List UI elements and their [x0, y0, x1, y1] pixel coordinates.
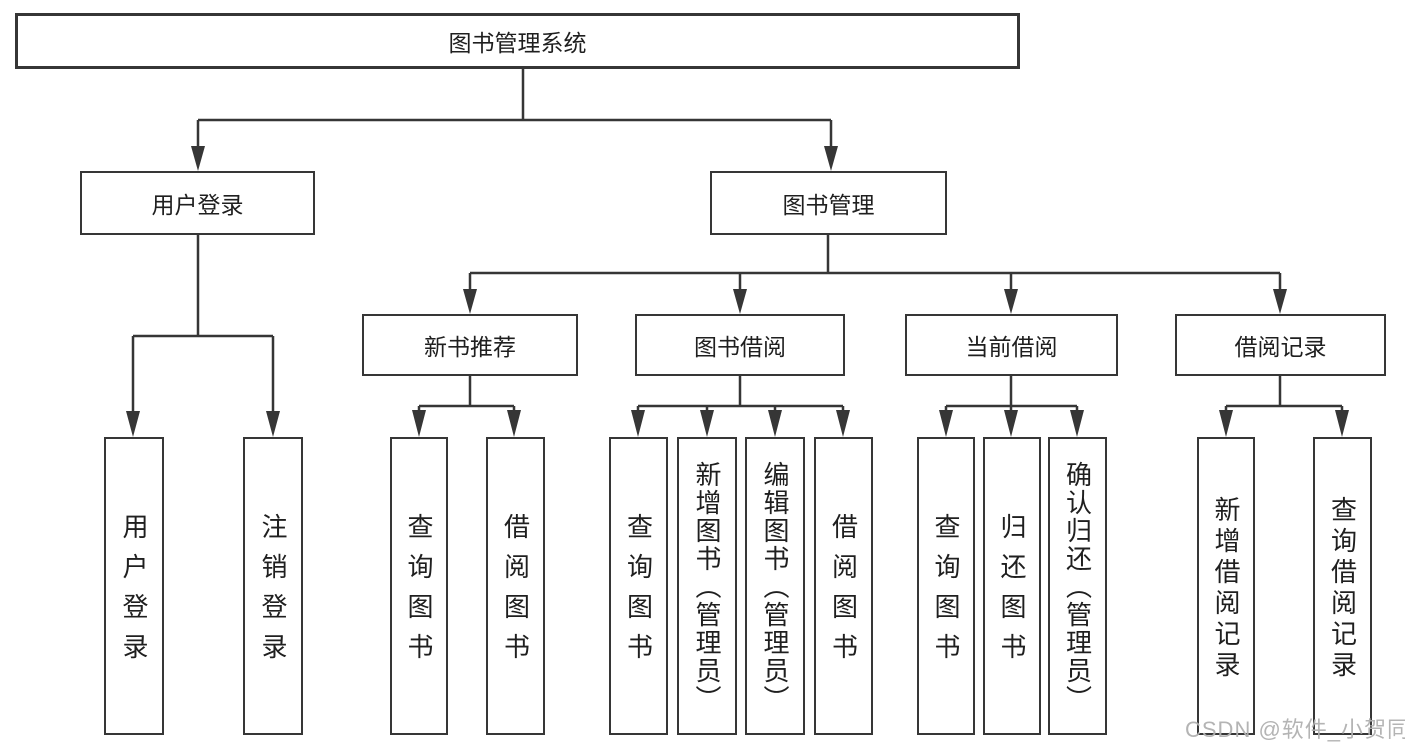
node-query-books-current-label: 查询图书	[931, 513, 961, 673]
arrowhead	[1219, 410, 1349, 437]
connector-borrow-records-to-leaves	[1219, 376, 1349, 437]
node-logout-action: 注销登录	[243, 437, 303, 735]
arrowhead	[191, 146, 838, 171]
node-confirm-return-admin-label: 确认归还（管理员）	[1062, 461, 1093, 713]
node-query-books-current: 查询图书	[917, 437, 975, 735]
node-borrow-books-action: 借阅图书	[814, 437, 873, 735]
node-new-book-recommend-label: 新书推荐	[424, 334, 516, 360]
node-edit-books-admin-label: 编辑图书（管理员）	[760, 461, 790, 713]
watermark: CSDN @软件_小贺同学	[1185, 717, 1405, 742]
node-borrow-books-action-label: 借阅图书	[828, 513, 859, 673]
connector-book-borrow-to-leaves	[631, 376, 850, 437]
arrowhead	[463, 289, 1287, 314]
node-logout-action-label: 注销登录	[258, 513, 288, 673]
node-add-books-admin-label: 新增图书（管理员）	[692, 461, 722, 713]
node-new-book-recommend: 新书推荐	[362, 314, 578, 376]
node-current-borrow: 当前借阅	[905, 314, 1118, 376]
node-current-borrow-label: 当前借阅	[965, 334, 1058, 360]
node-user-login-action-label: 用户登录	[119, 513, 149, 673]
node-add-borrow-record: 新增借阅记录	[1197, 437, 1255, 735]
node-user-login-action: 用户登录	[104, 437, 164, 735]
arrowhead	[631, 410, 850, 437]
node-borrow-books-recommend-label: 借阅图书	[500, 513, 531, 673]
node-user-login: 用户登录	[80, 171, 315, 235]
node-book-borrow-label: 图书借阅	[694, 334, 786, 360]
node-book-borrow: 图书借阅	[635, 314, 845, 376]
node-library-system: 图书管理系统	[15, 13, 1020, 69]
arrowhead	[939, 410, 1084, 437]
connector-current-borrow-to-leaves	[939, 376, 1084, 437]
node-borrow-records: 借阅记录	[1175, 314, 1386, 376]
node-return-books: 归还图书	[983, 437, 1041, 735]
node-add-borrow-record-label: 新增借阅记录	[1211, 495, 1241, 682]
node-query-borrow-record-label: 查询借阅记录	[1327, 495, 1358, 682]
node-book-management-label: 图书管理	[782, 192, 875, 218]
node-return-books-label: 归还图书	[997, 513, 1027, 673]
node-edit-books-admin: 编辑图书（管理员）	[745, 437, 805, 735]
node-query-borrow-record: 查询借阅记录	[1313, 437, 1372, 735]
connector-new-book-recommend-to-leaves	[412, 376, 521, 437]
node-query-books-borrow-label: 查询图书	[623, 513, 654, 673]
node-query-books-borrow: 查询图书	[609, 437, 668, 735]
arrowhead	[412, 410, 521, 437]
node-query-books-recommend-label: 查询图书	[404, 513, 434, 673]
node-confirm-return-admin: 确认归还（管理员）	[1048, 437, 1107, 735]
arrowhead	[126, 411, 280, 437]
connector-root-to-level2	[191, 69, 838, 171]
connector-book-management-to-level3	[463, 235, 1287, 314]
node-library-system-label: 图书管理系统	[448, 30, 587, 56]
node-borrow-records-label: 借阅记录	[1234, 334, 1327, 360]
node-query-books-recommend: 查询图书	[390, 437, 448, 735]
node-book-management: 图书管理	[710, 171, 947, 235]
node-add-books-admin: 新增图书（管理员）	[677, 437, 737, 735]
node-user-login-label: 用户登录	[151, 192, 244, 218]
connector-user-login-to-leaves	[126, 235, 280, 437]
node-borrow-books-recommend: 借阅图书	[486, 437, 545, 735]
